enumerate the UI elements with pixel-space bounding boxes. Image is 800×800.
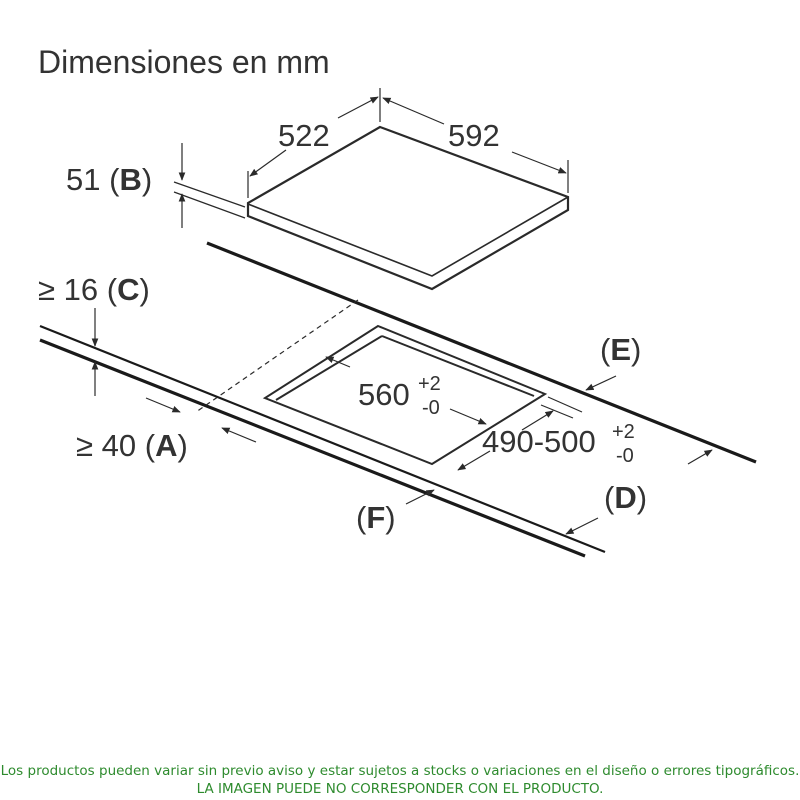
dimension-490-500-tol-minus: -0 [616,445,634,467]
clearance-f-close-paren: ) [385,500,395,535]
dimension-592 [382,97,569,193]
dimension-51-b [173,143,246,228]
clearance-a-open-paren: ( [145,428,156,463]
dimension-51-label: 51 (B) [66,162,152,197]
clearance-d-close-paren: ) [637,480,647,515]
clearance-f-arrow [405,489,435,505]
dimension-490-500-label: 490-500 [482,424,596,459]
clearance-e-letter: E [610,332,631,367]
clearance-c-open-paren: ( [107,272,118,307]
clearance-e-label: (E) [600,332,641,367]
dimension-522-label: 522 [278,118,330,153]
clearance-c-letter: C [117,272,139,307]
clearance-e-close-paren: ) [631,332,641,367]
diagram-title: Dimensiones en mm [38,44,330,80]
dimension-522 [247,88,381,198]
worktop-front-edge [39,324,606,558]
clearance-e-arrow [585,375,617,391]
cutout-depth-value: 490-500 [482,424,596,459]
clearance-e-open-paren: ( [600,332,611,367]
clearance-c-label: ≥ 16 (C) [38,272,150,307]
dimension-560-tol-plus: +2 [418,373,441,395]
clearance-c-prefix: ≥ 16 [38,272,98,307]
clearance-a-prefix: ≥ 40 [76,428,136,463]
clearance-f-label: (F) [356,500,396,535]
clearance-d-open-paren: ( [604,480,615,515]
thickness-open-paren: ( [109,162,120,197]
worktop-back-edge [206,241,757,464]
dimension-490-500 [457,396,583,471]
cutout-width-value: 560 [358,377,410,412]
worktop-hidden-edge [195,299,359,413]
clearance-a-arrows [145,397,257,443]
clearance-f-open-paren: ( [356,500,367,535]
clearance-d-arrows [565,449,713,535]
dimension-592-label: 592 [448,118,500,153]
clearance-c-close-paren: ) [139,272,149,307]
disclaimer-line-1: Los productos pueden variar sin previo a… [0,763,800,779]
cutout-outline [262,324,548,466]
dimension-560-tol-minus: -0 [422,397,440,419]
dimension-560 [325,356,487,425]
disclaimer-line-2: LA IMAGEN PUEDE NO CORRESPONDER CON EL P… [196,781,604,797]
thickness-value: 51 [66,162,100,197]
dimension-490-500-tol-plus: +2 [612,421,635,443]
clearance-d-letter: D [614,480,636,515]
clearance-f-letter: F [366,500,385,535]
dimension-560-label: 560 [358,377,410,412]
clearance-a-close-paren: ) [177,428,187,463]
clearance-d-label: (D) [604,480,647,515]
clearance-a-label: ≥ 40 (A) [76,428,188,463]
thickness-letter: B [119,162,141,197]
thickness-close-paren: ) [142,162,152,197]
clearance-a-letter: A [155,428,177,463]
hob-outline [246,125,570,291]
